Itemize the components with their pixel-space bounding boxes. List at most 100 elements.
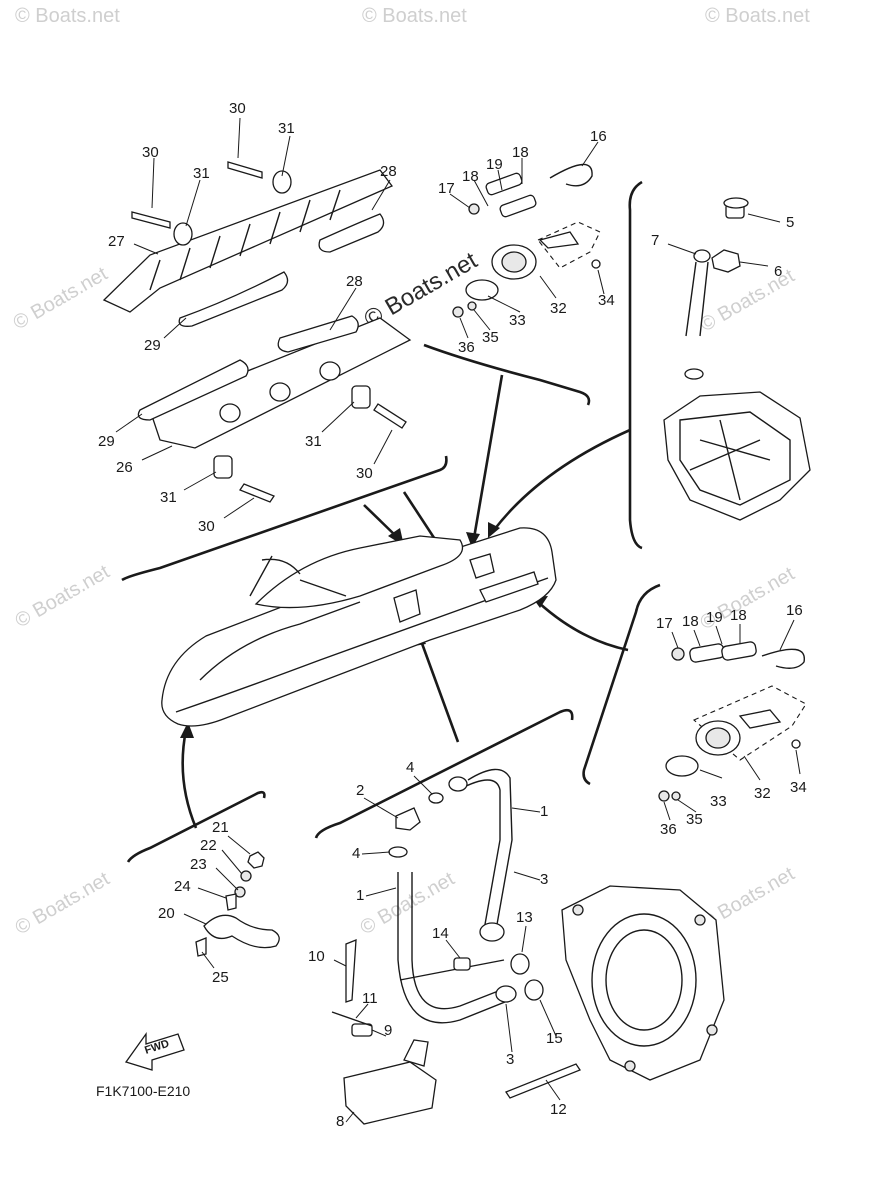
drain-lever xyxy=(538,231,580,249)
bolt-5-head xyxy=(723,197,749,209)
callout-24: 24 xyxy=(174,878,191,895)
arrow-line xyxy=(418,637,460,743)
callout-19: 19 xyxy=(706,609,723,626)
spacer-31 xyxy=(351,385,371,409)
section-dividers xyxy=(121,180,661,863)
mount-bolt xyxy=(572,904,584,916)
hose-end xyxy=(495,985,517,1003)
callout-30: 30 xyxy=(356,465,373,482)
spacer-31 xyxy=(272,170,292,194)
callout-2: 2 xyxy=(356,782,364,799)
jet-pump-assembly-lower xyxy=(561,885,725,1081)
callout-18: 18 xyxy=(682,613,699,630)
bolt-25 xyxy=(195,937,207,957)
callout-16: 16 xyxy=(590,128,607,145)
watermark: © Boats.net xyxy=(10,263,112,335)
clamp xyxy=(684,368,704,380)
divider-bottom-center xyxy=(314,708,574,839)
bracket-29 xyxy=(178,271,289,327)
hose-1 xyxy=(397,872,511,1024)
arrow-line xyxy=(537,601,629,652)
bracket-29 xyxy=(137,359,249,421)
pump-housing xyxy=(663,391,811,521)
drain-plug-assembly-lower xyxy=(658,641,807,802)
bolt-24 xyxy=(225,893,237,911)
callout-35: 35 xyxy=(482,329,499,346)
callout-12: 12 xyxy=(550,1101,567,1118)
callout-31: 31 xyxy=(305,433,322,450)
hose-3-inner xyxy=(457,779,501,931)
callout-28: 28 xyxy=(380,163,397,180)
arrow-line xyxy=(492,428,631,531)
spacer-31 xyxy=(173,222,193,246)
nut-36 xyxy=(658,790,670,802)
bolt-30 xyxy=(239,483,275,503)
gasket-33 xyxy=(665,755,699,777)
callout-14: 14 xyxy=(432,925,449,942)
rail-hole xyxy=(219,403,241,423)
band-11 xyxy=(331,1011,373,1027)
plate-18 xyxy=(689,643,725,663)
clamp-15 xyxy=(524,979,544,1001)
callout-31: 31 xyxy=(193,165,210,182)
callout-31: 31 xyxy=(160,489,177,506)
bracket-20 xyxy=(203,914,280,949)
divider-right-top xyxy=(628,180,643,550)
callout-32: 32 xyxy=(754,785,771,802)
callout-1: 1 xyxy=(540,803,548,820)
callout-26: 26 xyxy=(116,459,133,476)
nut-36 xyxy=(452,306,464,318)
plate-19 xyxy=(485,172,523,196)
part-location-marker xyxy=(393,589,421,623)
nut-21 xyxy=(247,851,265,869)
washer-35 xyxy=(467,301,477,311)
callout-30: 30 xyxy=(198,518,215,535)
jet-pump-assembly-upper xyxy=(663,197,811,521)
nut-17 xyxy=(671,647,685,661)
housing-32-inner xyxy=(501,251,527,273)
divider-right-mid xyxy=(582,583,661,786)
rail-assembly-upper xyxy=(102,161,394,327)
plate-18 xyxy=(499,194,537,218)
callout-4: 4 xyxy=(406,759,414,776)
seat xyxy=(254,535,464,609)
pump-housing xyxy=(561,885,725,1081)
callout-15: 15 xyxy=(546,1030,563,1047)
sponson xyxy=(479,571,539,603)
fwd-arrow-icon xyxy=(124,1031,185,1071)
screw-34 xyxy=(591,259,601,269)
hose-assembly xyxy=(331,768,581,1125)
callout-18: 18 xyxy=(730,607,747,624)
bolt-30 xyxy=(131,211,171,229)
u-bolt-16 xyxy=(761,648,805,669)
callout-20: 20 xyxy=(158,905,175,922)
clamp-4 xyxy=(428,792,444,804)
rail-hole xyxy=(269,382,291,402)
hose-3 xyxy=(467,768,513,931)
pump-vanes xyxy=(689,419,771,501)
tube xyxy=(685,261,709,337)
callout-28: 28 xyxy=(346,273,363,290)
tie-12 xyxy=(505,1063,581,1099)
callout-11: 11 xyxy=(362,990,378,1007)
fwd-indicator: FWD xyxy=(124,1031,185,1071)
clamp-4 xyxy=(388,846,408,858)
diagram-code: F1K7100-E210 xyxy=(96,1083,190,1099)
watercraft xyxy=(161,527,557,727)
nut-6 xyxy=(711,249,741,273)
dashed-group xyxy=(537,221,601,269)
callout-18: 18 xyxy=(512,144,529,161)
mount-bolt xyxy=(706,1024,718,1036)
dashed-group xyxy=(692,685,807,761)
watermark: © Boats.net xyxy=(697,265,799,337)
arrowhead xyxy=(488,522,500,538)
washer-35 xyxy=(671,791,681,801)
callout-6: 6 xyxy=(774,263,782,280)
watermark: © Boats.net xyxy=(12,868,114,940)
plate-19 xyxy=(721,641,757,661)
callout-16: 16 xyxy=(786,602,803,619)
watermark: © Boats.net xyxy=(705,5,810,27)
callout-22: 22 xyxy=(200,837,217,854)
callout-19: 19 xyxy=(486,156,503,173)
callout-32: 32 xyxy=(550,300,567,317)
